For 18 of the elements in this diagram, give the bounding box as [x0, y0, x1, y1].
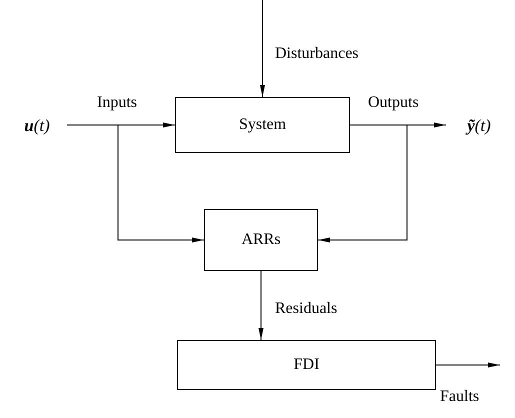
arrow: [66, 124, 204, 242]
block-label: FDI: [294, 356, 320, 374]
block-box: [175, 97, 350, 153]
edge-label: Outputs: [368, 94, 419, 112]
arrow: [260, 0, 265, 98]
signal-label: u(t): [24, 116, 50, 136]
arrow: [436, 362, 500, 368]
block-box: [177, 340, 436, 390]
edge-label: Inputs: [97, 94, 137, 112]
edge-label: Disturbances: [275, 45, 359, 63]
edge-label: Residuals: [275, 300, 338, 318]
block-box: [204, 209, 318, 271]
arrow: [258, 270, 264, 340]
arrow: [318, 124, 408, 242]
block-label: ARRs: [241, 231, 281, 249]
signal-label: ỹ(t): [467, 116, 491, 136]
block-label: System: [238, 116, 286, 134]
edge-label: Faults: [440, 388, 480, 406]
